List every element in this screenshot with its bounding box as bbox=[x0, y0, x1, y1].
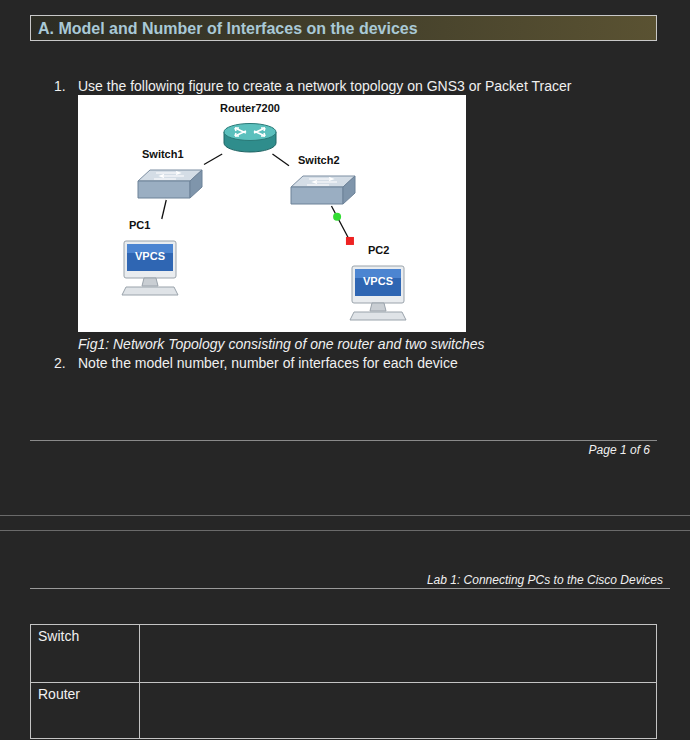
figure-panel bbox=[78, 95, 466, 332]
device-label: Router7200 bbox=[220, 102, 280, 115]
table-grid bbox=[31, 625, 657, 739]
screen-label: VPCS bbox=[363, 275, 393, 288]
running-header: Lab 1: Connecting PCs to the Cisco Devic… bbox=[427, 573, 663, 587]
figure-caption: Fig1: Network Topology consisting of one… bbox=[78, 336, 484, 353]
device-label: PC1 bbox=[129, 219, 150, 232]
pc-device: PC2VPCS bbox=[346, 244, 410, 323]
pc-device-icon bbox=[346, 265, 410, 323]
network-link bbox=[272, 154, 289, 166]
link-line bbox=[162, 200, 166, 219]
page-break-line bbox=[0, 515, 690, 516]
title-band: A. Model and Number of Interfaces on the… bbox=[30, 15, 657, 41]
network-link bbox=[204, 154, 222, 164]
device-label: Switch1 bbox=[142, 148, 184, 161]
device-label: Switch2 bbox=[298, 154, 340, 167]
table-cell: Switch bbox=[38, 628, 79, 645]
router-device-icon bbox=[221, 122, 279, 154]
header-rule bbox=[30, 588, 670, 589]
router-device: Router7200 bbox=[208, 102, 292, 154]
instruction-text: Use the following figure to create a net… bbox=[78, 78, 571, 95]
switch-device-icon bbox=[136, 168, 204, 200]
instruction-text: Note the model number, number of interfa… bbox=[78, 355, 458, 372]
link-line bbox=[204, 154, 222, 164]
network-link bbox=[162, 200, 166, 219]
link-status-down bbox=[346, 237, 354, 245]
section-title: A. Model and Number of Interfaces on the… bbox=[38, 19, 418, 38]
link-status-up bbox=[333, 213, 341, 221]
screen-label: VPCS bbox=[135, 250, 165, 263]
pc-device-icon bbox=[118, 240, 182, 298]
network-link bbox=[331, 206, 353, 245]
list-number: 2. bbox=[54, 355, 66, 372]
device-label: PC2 bbox=[368, 244, 389, 257]
table-cell: Router bbox=[38, 686, 80, 703]
switch-device: Switch2 bbox=[289, 154, 357, 206]
page-number: Page 1 of 6 bbox=[589, 443, 650, 457]
switch-device: Switch1 bbox=[136, 148, 204, 200]
list-number: 1. bbox=[54, 78, 66, 95]
switch-device-icon bbox=[289, 174, 357, 206]
footer-rule bbox=[30, 440, 657, 441]
page-break-line bbox=[0, 530, 690, 531]
link-line bbox=[272, 154, 289, 166]
pc-device: PC1VPCS bbox=[118, 219, 182, 298]
